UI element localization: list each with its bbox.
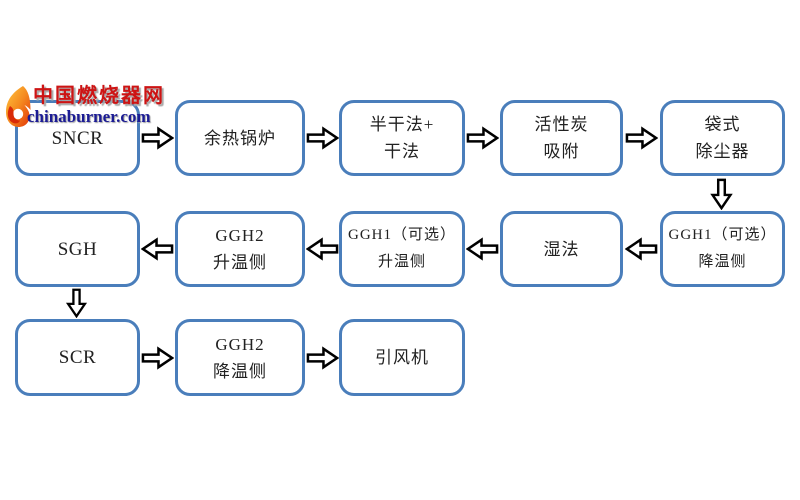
arrow-left-icon xyxy=(625,236,658,262)
node-label: 干法 xyxy=(384,142,420,161)
node-waste-heat-boiler: 余热锅炉 xyxy=(175,100,305,176)
arrow-right-icon xyxy=(141,125,174,151)
node-label: 湿法 xyxy=(543,239,580,259)
node-label: 降温侧 xyxy=(213,361,267,381)
node-label: 升温侧 xyxy=(213,253,267,272)
node-label: 吸附 xyxy=(543,142,580,161)
arrow-down-icon xyxy=(64,288,89,318)
arrow-down-icon xyxy=(709,178,734,210)
node-label: 升温侧 xyxy=(377,254,426,270)
node-label: GGH2 xyxy=(215,226,265,245)
node-induced-draft-fan: 引风机 xyxy=(339,319,465,396)
node-label: GGH2 xyxy=(215,334,265,354)
node-ggh1-cooling-side: GGH1（可选） 降温侧 xyxy=(660,211,785,287)
arrow-left-icon xyxy=(306,236,339,262)
node-label: 袋式 xyxy=(704,115,741,134)
node-wet-process: 湿法 xyxy=(500,211,623,287)
node-label: GGH1（可选） xyxy=(668,227,777,243)
node-label: 降温侧 xyxy=(698,254,747,270)
node-sgh: SGH xyxy=(15,211,140,287)
node-ggh2-heating-side: GGH2 升温侧 xyxy=(175,211,305,287)
node-label: SCR xyxy=(58,347,97,368)
node-label: SGH xyxy=(57,238,98,260)
node-bag-filter: 袋式 除尘器 xyxy=(660,100,785,176)
node-activated-carbon-adsorption: 活性炭 吸附 xyxy=(500,100,623,176)
node-label: 除尘器 xyxy=(695,142,750,161)
arrow-left-icon xyxy=(466,236,499,262)
arrow-right-icon xyxy=(625,125,658,151)
node-sncr: SNCR xyxy=(15,100,140,176)
arrow-right-icon xyxy=(306,125,339,151)
arrow-right-icon xyxy=(306,345,339,371)
node-label: 引风机 xyxy=(375,348,429,367)
arrow-right-icon xyxy=(466,125,499,151)
node-label: GGH1（可选） xyxy=(348,227,456,243)
arrow-left-icon xyxy=(141,236,174,262)
node-semi-dry-plus-dry: 半干法+ 干法 xyxy=(339,100,465,176)
arrow-right-icon xyxy=(141,345,174,371)
node-label: SNCR xyxy=(51,127,104,149)
node-ggh2-cooling-side: GGH2 降温侧 xyxy=(175,319,305,396)
node-ggh1-heating-side: GGH1（可选） 升温侧 xyxy=(339,211,465,287)
node-label: 半干法+ xyxy=(369,115,435,134)
node-label: 余热锅炉 xyxy=(204,128,276,148)
node-scr: SCR xyxy=(15,319,140,396)
node-label: 活性炭 xyxy=(534,115,589,134)
